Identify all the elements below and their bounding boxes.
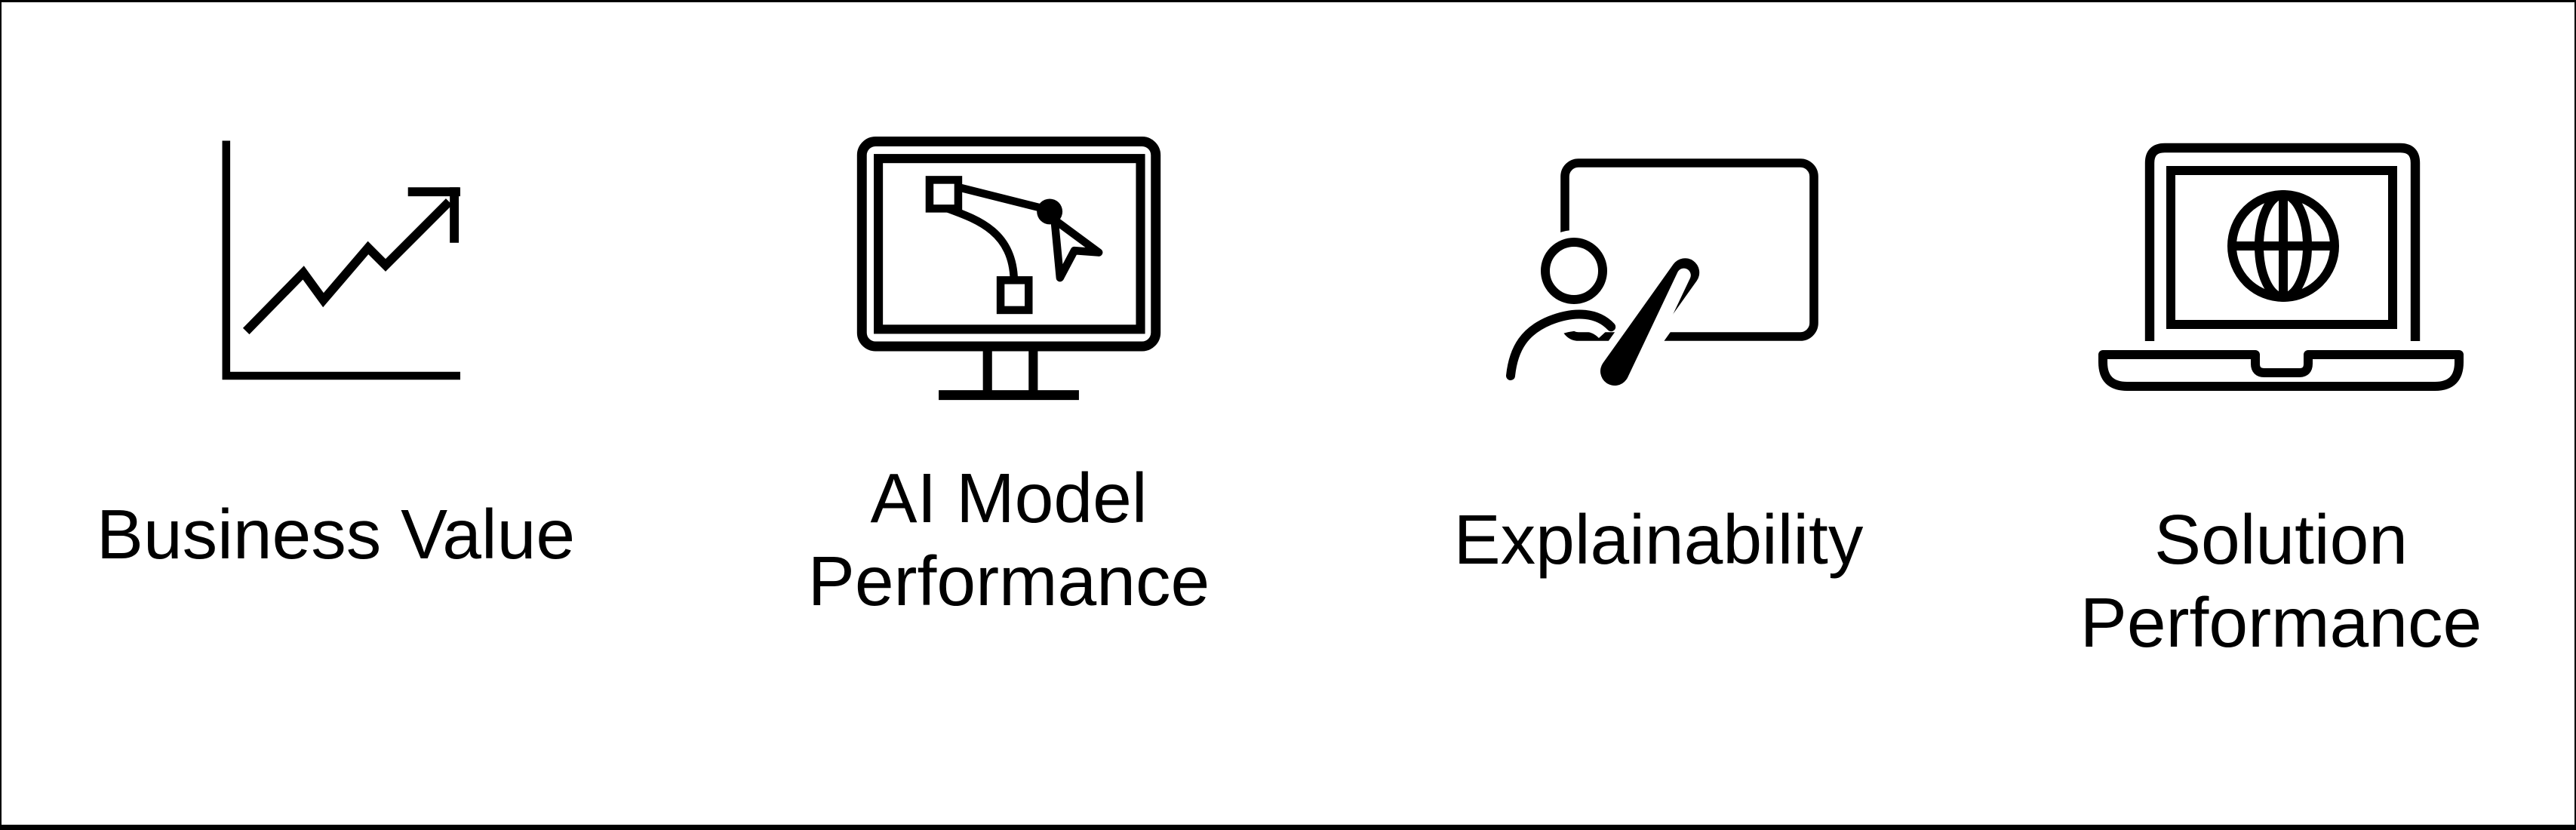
monitor-vector-curve-cursor-icon — [856, 137, 1161, 401]
legend-item-label: Solution Performance — [2080, 500, 2482, 662]
legend-item-business-value: Business Value — [49, 138, 622, 576]
legend-item-label: Business Value — [96, 495, 576, 573]
presenter-at-whiteboard-icon — [1499, 158, 1818, 398]
legend-item-label: AI Model Performance — [807, 459, 1210, 620]
laptop-with-globe-icon — [2098, 143, 2464, 391]
legend-item-explainability: Explainability — [1394, 157, 1923, 582]
legend-item-ai-model-performance: AI Model Performance — [798, 136, 1220, 622]
line-chart-trending-up-icon — [222, 140, 460, 380]
legend-item-label: Explainability — [1453, 500, 1864, 579]
legend-item-solution-performance: Solution Performance — [2062, 142, 2500, 664]
